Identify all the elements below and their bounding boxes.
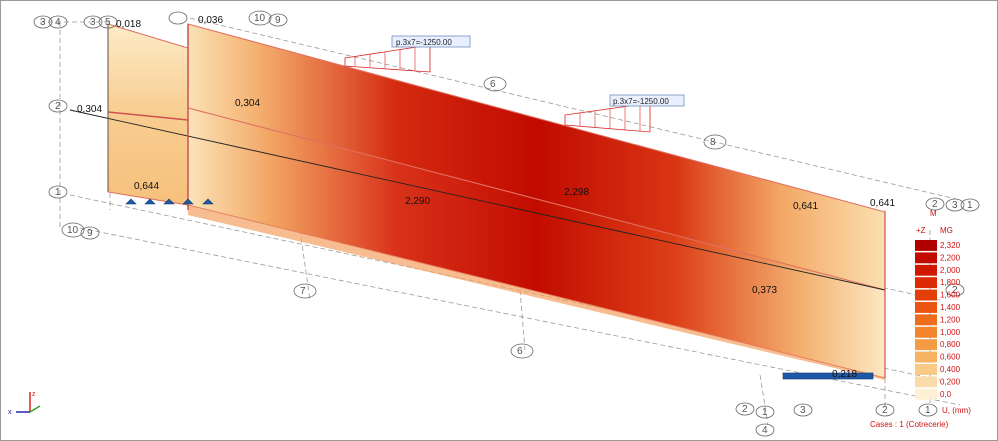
svg-text:10: 10 bbox=[67, 225, 79, 236]
axis-indicator-icon: +Z bbox=[916, 226, 926, 235]
load-diagram-1: p.3x7=-1250.00 bbox=[344, 35, 471, 73]
svg-text:4: 4 bbox=[762, 425, 768, 436]
legend-swatch bbox=[915, 302, 937, 313]
load-label-box bbox=[609, 94, 685, 107]
svg-text:1: 1 bbox=[967, 200, 973, 211]
svg-text:3: 3 bbox=[40, 17, 46, 28]
legend-value: 1,000 bbox=[940, 328, 961, 337]
svg-text:2: 2 bbox=[55, 101, 61, 112]
legend-value: 2,000 bbox=[940, 266, 961, 275]
value-label: 0,304 bbox=[77, 104, 102, 115]
legend-swatch bbox=[915, 314, 937, 326]
svg-text:5: 5 bbox=[105, 17, 111, 28]
svg-text:3: 3 bbox=[90, 17, 96, 28]
legend-swatch bbox=[915, 326, 937, 338]
left-supports bbox=[125, 198, 214, 205]
value-label: 2,298 bbox=[564, 187, 589, 198]
legend-value: 0,200 bbox=[940, 377, 961, 386]
legend-value: 1,200 bbox=[940, 315, 961, 324]
value-label: 0,018 bbox=[116, 19, 141, 30]
value-label: 2,290 bbox=[405, 196, 430, 207]
load-label: p.3x7=-1250.00 bbox=[396, 38, 452, 47]
legend-swatch bbox=[915, 364, 937, 375]
svg-text:9: 9 bbox=[87, 228, 93, 239]
legend-value: 1,400 bbox=[940, 303, 961, 312]
svg-text:2: 2 bbox=[932, 199, 938, 210]
svg-text:3: 3 bbox=[952, 200, 958, 211]
value-label: 0,218 bbox=[832, 369, 857, 380]
legend-value: 0,400 bbox=[940, 365, 961, 374]
svg-text:1: 1 bbox=[762, 407, 768, 418]
load-label-box bbox=[391, 35, 471, 48]
svg-text:x: x bbox=[8, 409, 12, 416]
legend-value: 0,600 bbox=[940, 353, 961, 362]
svg-text:2: 2 bbox=[882, 405, 888, 416]
svg-text:z: z bbox=[32, 391, 36, 398]
grid-bubble-text: 3 4 3 5 10 9 2 1 10 9 6 8 7 6 2 3 1 2 2 … bbox=[40, 13, 973, 436]
legend-header: M bbox=[930, 209, 937, 218]
svg-text:7: 7 bbox=[300, 286, 306, 297]
legend-value: 0,0 bbox=[940, 390, 952, 399]
svg-text:2: 2 bbox=[952, 285, 958, 296]
svg-text:1: 1 bbox=[55, 187, 61, 198]
legend-swatch bbox=[915, 289, 937, 301]
legend-swatch bbox=[915, 264, 937, 276]
legend-cases: Cases : 1 (Cotrecerie) bbox=[870, 420, 949, 429]
legend-value: 2,200 bbox=[940, 253, 961, 262]
result-values: 0,018 0,036 0,304 0,304 0,644 2,290 2,29… bbox=[77, 15, 895, 380]
value-label: 0,641 bbox=[793, 201, 818, 212]
value-label: 0,644 bbox=[134, 181, 159, 192]
axis-icon: z x bbox=[8, 391, 41, 416]
svg-text:3: 3 bbox=[800, 405, 806, 416]
value-label: 0,304 bbox=[235, 98, 260, 109]
legend-unit: U, (mm) bbox=[942, 406, 971, 415]
legend-value: 2,320 bbox=[940, 241, 961, 250]
color-legend: M MG +Z 2,320 2,200 2,000 1,800 1,600 1,400 1,… bbox=[870, 209, 971, 429]
svg-text:6: 6 bbox=[517, 346, 523, 357]
right-support bbox=[782, 372, 874, 380]
svg-text:8: 8 bbox=[710, 137, 716, 148]
value-label: 0,373 bbox=[752, 285, 777, 296]
value-label: 0,036 bbox=[198, 15, 223, 26]
svg-text:9: 9 bbox=[275, 15, 281, 26]
legend-header: MG bbox=[940, 226, 953, 235]
svg-text:6: 6 bbox=[490, 79, 496, 90]
legend-swatch bbox=[915, 376, 937, 388]
legend-swatch bbox=[915, 277, 937, 289]
left-web-panel bbox=[107, 23, 189, 206]
beam-web bbox=[69, 23, 886, 380]
legend-swatch bbox=[915, 388, 937, 400]
legend-value: 1,800 bbox=[940, 278, 961, 287]
legend-swatch bbox=[915, 351, 937, 363]
load-label: p.3x7=-1250.00 bbox=[613, 97, 669, 106]
legend-swatch bbox=[915, 252, 937, 264]
flange-strip bbox=[188, 205, 885, 380]
grid-bubbles bbox=[33, 10, 980, 437]
legend-value: 1,600 bbox=[940, 291, 961, 300]
svg-text:2: 2 bbox=[742, 404, 748, 415]
svg-text:4: 4 bbox=[55, 17, 61, 28]
legend-swatch bbox=[915, 240, 937, 251]
svg-text:1: 1 bbox=[925, 405, 931, 416]
value-label: 0,641 bbox=[870, 198, 895, 209]
load-diagram-2: p.3x7=-1250.00 bbox=[564, 94, 685, 133]
legend-value: 0,800 bbox=[940, 340, 961, 349]
legend-swatch bbox=[915, 339, 937, 351]
svg-text:10: 10 bbox=[254, 13, 266, 24]
